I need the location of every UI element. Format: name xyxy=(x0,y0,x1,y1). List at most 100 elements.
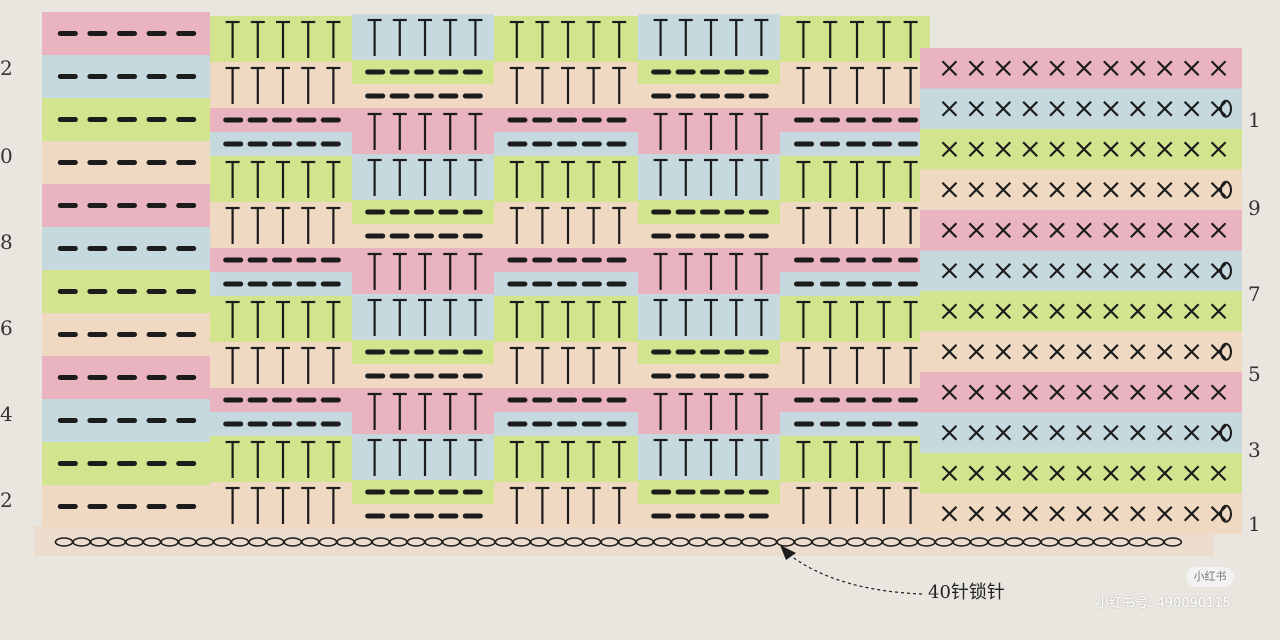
dash-stitch xyxy=(507,397,528,403)
dash-stitch xyxy=(794,397,814,403)
single-stitch xyxy=(968,343,985,360)
turning-chain xyxy=(1220,504,1232,523)
dash-stitch xyxy=(557,281,577,287)
single-stitch xyxy=(1076,222,1092,239)
dash-stitch xyxy=(117,160,137,165)
dash-stitch xyxy=(414,69,434,75)
dash-stitch xyxy=(389,209,410,215)
dash-stitch xyxy=(87,332,108,337)
row-band xyxy=(920,210,1242,251)
dash-stitch xyxy=(700,69,720,75)
single-stitch xyxy=(968,60,985,77)
dash-stitch xyxy=(146,203,167,208)
dash-stitch xyxy=(820,117,840,123)
dash-stitch xyxy=(87,375,108,380)
single-stitch xyxy=(1210,141,1227,158)
dash-stitch xyxy=(176,461,197,466)
single-stitch xyxy=(1210,60,1227,77)
single-stitch xyxy=(1210,262,1227,279)
turning-chain xyxy=(1220,180,1232,199)
single-stitch xyxy=(1183,424,1200,441)
single-stitch xyxy=(1049,262,1065,279)
single-stitch xyxy=(1183,262,1200,279)
dash-stitch xyxy=(794,257,814,263)
dash-stitch xyxy=(87,117,108,122)
row-band xyxy=(780,16,930,62)
dash-stitch xyxy=(462,373,483,379)
dash-stitch xyxy=(581,117,602,123)
dash-stitch xyxy=(247,257,268,263)
dash-stitch xyxy=(898,281,918,287)
dash-stitch xyxy=(223,117,244,123)
dash-stitch xyxy=(872,257,892,263)
turning-chain xyxy=(1220,342,1232,361)
turning-chain xyxy=(1220,423,1232,442)
single-stitch xyxy=(1156,384,1173,401)
dash-stitch xyxy=(651,489,672,495)
dash-stitch xyxy=(606,257,627,263)
single-stitch xyxy=(995,303,1012,320)
dash-stitch xyxy=(748,233,769,239)
dash-stitch xyxy=(389,69,410,75)
dash-stitch xyxy=(820,421,840,427)
dash-stitch xyxy=(675,69,696,75)
dash-stitch xyxy=(606,281,627,287)
single-stitch xyxy=(1022,262,1038,279)
single-stitch xyxy=(1076,384,1092,401)
dash-stitch xyxy=(272,397,292,403)
dash-stitch xyxy=(724,233,745,239)
dash-stitch xyxy=(532,397,553,403)
dash-stitch xyxy=(700,349,720,355)
single-stitch xyxy=(1130,303,1146,320)
single-stitch xyxy=(1156,60,1173,77)
row-band xyxy=(780,62,930,108)
row-number-left: 4 xyxy=(0,402,13,426)
single-stitch xyxy=(1049,222,1065,239)
dash-stitch xyxy=(296,257,317,263)
single-stitch xyxy=(1076,303,1092,320)
dash-stitch xyxy=(296,117,317,123)
dash-stitch xyxy=(581,397,602,403)
single-stitch xyxy=(1049,60,1065,77)
row-band xyxy=(920,291,1242,332)
dash-stitch xyxy=(176,418,197,423)
turning-chain xyxy=(1220,261,1232,280)
row-band xyxy=(494,62,638,108)
dash-stitch xyxy=(724,349,745,355)
dash-stitch xyxy=(57,160,78,165)
dash-stitch xyxy=(724,209,745,215)
single-stitch xyxy=(995,343,1012,360)
dash-stitch xyxy=(651,93,672,99)
dash-stitch xyxy=(414,349,434,355)
dash-stitch xyxy=(748,373,769,379)
single-stitch xyxy=(995,262,1012,279)
dash-stitch xyxy=(507,281,528,287)
dash-stitch xyxy=(462,513,483,519)
row-number-right: 1 xyxy=(1248,512,1261,536)
dash-stitch xyxy=(365,69,386,75)
dash-stitch xyxy=(146,74,167,79)
single-stitch xyxy=(941,424,958,441)
row-number-left: 2 xyxy=(0,488,13,512)
watermark-badge: 小红书 xyxy=(1186,567,1234,587)
dash-stitch xyxy=(581,281,602,287)
single-stitch xyxy=(1183,60,1200,77)
single-stitch xyxy=(1156,465,1173,482)
single-stitch xyxy=(968,505,985,522)
row-number-right: 1 xyxy=(1248,108,1261,132)
dash-stitch xyxy=(532,117,553,123)
row-band xyxy=(780,342,930,388)
row-band xyxy=(920,372,1242,413)
dash-stitch xyxy=(557,257,577,263)
dash-stitch xyxy=(57,461,78,466)
dash-stitch xyxy=(898,257,918,263)
dash-stitch xyxy=(146,332,167,337)
single-stitch xyxy=(1049,343,1065,360)
single-stitch xyxy=(1130,60,1146,77)
single-stitch xyxy=(1130,141,1146,158)
dash-stitch xyxy=(846,257,866,263)
single-stitch xyxy=(1156,141,1173,158)
dash-stitch xyxy=(724,69,745,75)
single-stitch xyxy=(1022,222,1038,239)
dash-stitch xyxy=(581,141,602,147)
